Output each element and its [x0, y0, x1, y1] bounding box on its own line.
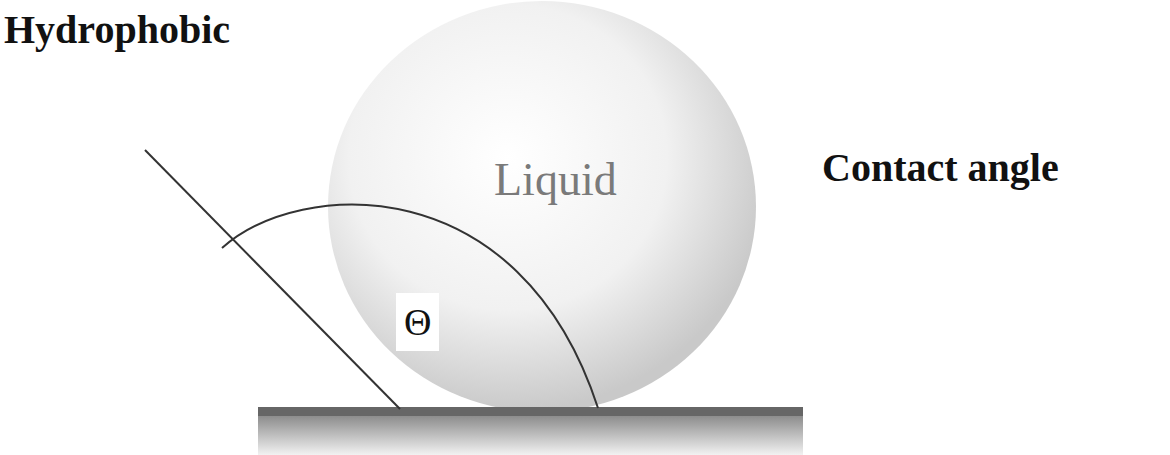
substrate-shade [258, 415, 803, 455]
angle-symbol: Θ [396, 293, 439, 351]
angle-arc [222, 205, 598, 408]
caption-label: Contact angle [822, 146, 1059, 190]
liquid-droplet: Liquid [327, 0, 757, 413]
tangent-line [145, 150, 400, 409]
droplet-body [328, 1, 756, 412]
liquid-label: Liquid [494, 155, 617, 206]
title-label: Hydrophobic [4, 8, 230, 52]
substrate-surface [258, 407, 803, 416]
droplet-sphere [327, 0, 757, 413]
